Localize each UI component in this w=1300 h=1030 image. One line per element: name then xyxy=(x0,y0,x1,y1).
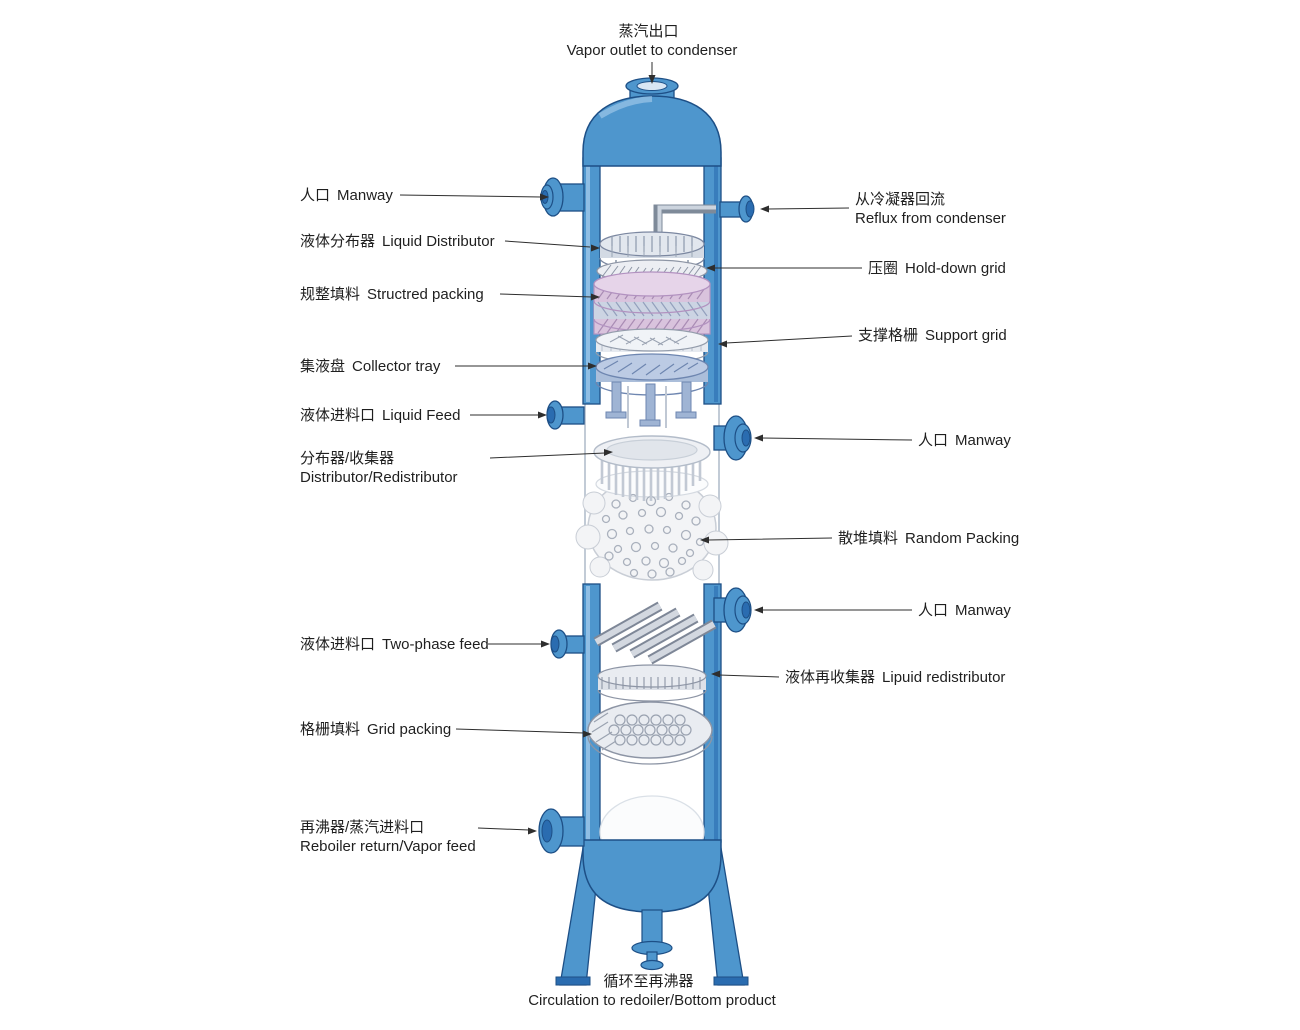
label-vapor-outlet-en: Vapor outlet to condenser xyxy=(566,42,738,59)
reflux-nozzle-right xyxy=(719,195,755,223)
label-en: Support grid xyxy=(925,327,1007,344)
label-support-grid: 支撑格栅 Support grid xyxy=(858,326,1007,345)
label-en: Reflux from condenser xyxy=(855,210,1006,227)
label-en: Manway xyxy=(337,187,393,204)
label-zh: 液体再收集器 xyxy=(785,669,876,686)
label-zh: 集液盘 xyxy=(300,358,346,375)
label-en: Reboiler return/Vapor feed xyxy=(300,838,476,855)
label-bottom-circulation: 循环至再沸器 Circulation to redoiler/Bottom pr… xyxy=(528,972,776,1010)
top-head xyxy=(582,85,722,167)
label-grid-packing: 格栅填料 Grid packing xyxy=(300,720,451,739)
liquid-distributor xyxy=(599,231,705,274)
label-reflux-from-condenser: 从冷凝器回流 Reflux from condenser xyxy=(855,190,1006,228)
label-zh: 人口 xyxy=(300,187,331,204)
label-en: Lipuid redistributor xyxy=(882,669,1006,686)
label-manway-right-2: 人口 Manway xyxy=(918,601,1011,620)
reflux-internal-pipe xyxy=(653,204,716,236)
label-en: Liquid Feed xyxy=(382,407,461,424)
label-structured-packing: 规整填料 Structred packing xyxy=(300,285,484,304)
bottom-outlet-nozzle xyxy=(631,909,673,971)
label-hold-down-grid: 压圈 Hold-down grid xyxy=(868,259,1006,278)
label-zh: 液体进料口 xyxy=(300,407,376,424)
label-distributor-redistributor: 分布器/收集器 Distributor/Redistributor xyxy=(300,449,458,487)
collector-tray xyxy=(595,353,709,428)
liquid-feed-nozzle xyxy=(546,400,585,430)
label-en: Hold-down grid xyxy=(905,260,1006,277)
label-en: Structred packing xyxy=(367,286,484,303)
label-zh: 分布器/收集器 xyxy=(300,450,395,467)
label-liquid-redistributor: 液体再收集器 Lipuid redistributor xyxy=(785,668,1005,687)
label-reboiler-return: 再沸器/蒸汽进料口 Reboiler return/Vapor feed xyxy=(300,818,476,856)
label-zh: 散堆填料 xyxy=(838,530,899,547)
two-phase-feed-nozzle xyxy=(550,629,585,659)
label-bottom-circulation-zh: 循环至再沸器 xyxy=(603,973,694,990)
label-manway-right-1: 人口 Manway xyxy=(918,431,1011,450)
label-zh: 压圈 xyxy=(868,260,899,277)
distributor-redistributor xyxy=(593,435,711,501)
label-zh: 液体进料口 xyxy=(300,636,376,653)
label-collector-tray: 集液盘 Collector tray xyxy=(300,357,440,376)
label-en: Two-phase feed xyxy=(382,636,489,653)
vapor-outlet-nozzle xyxy=(625,77,679,95)
grid-packing xyxy=(587,701,713,765)
label-zh: 从冷凝器回流 xyxy=(855,191,946,208)
structured-packing xyxy=(593,271,711,335)
label-zh: 格栅填料 xyxy=(300,721,361,738)
label-liquid-distributor: 液体分布器 Liquid Distributor xyxy=(300,232,495,251)
label-zh: 人口 xyxy=(918,432,949,449)
label-en: Grid packing xyxy=(367,721,452,738)
support-grid xyxy=(595,328,709,364)
label-random-packing: 散堆填料 Random Packing xyxy=(838,529,1019,548)
label-en: Random Packing xyxy=(905,530,1020,547)
leader-arrowheads xyxy=(528,75,769,835)
reboiler-nozzle xyxy=(538,808,585,854)
manway-nozzle-right-1 xyxy=(713,415,752,461)
label-two-phase-feed: 液体进料口 Two-phase feed xyxy=(300,635,489,654)
label-en: Manway xyxy=(955,602,1011,619)
label-en: Distributor/Redistributor xyxy=(300,469,458,486)
label-zh: 人口 xyxy=(918,602,949,619)
manway-nozzle-top-left xyxy=(540,177,585,217)
label-zh: 液体分布器 xyxy=(300,233,376,250)
label-zh: 再沸器/蒸汽进料口 xyxy=(300,819,425,836)
label-en: Liquid Distributor xyxy=(382,233,495,250)
label-vapor-outlet: 蒸汽出口 Vapor outlet to condenser xyxy=(567,22,738,60)
label-zh: 规整填料 xyxy=(300,286,361,303)
manway-nozzle-right-2 xyxy=(713,587,752,633)
label-vapor-outlet-zh: 蒸汽出口 xyxy=(618,23,679,40)
label-liquid-feed: 液体进料口 Liquid Feed xyxy=(300,406,460,425)
label-manway-top-left: 人口 Manway xyxy=(300,186,393,205)
label-en: Manway xyxy=(955,432,1011,449)
label-bottom-circulation-en: Circulation to redoiler/Bottom product xyxy=(528,992,776,1009)
label-zh: 支撑格栅 xyxy=(858,327,919,344)
leader-lines xyxy=(399,62,913,831)
label-en: Collector tray xyxy=(352,358,441,375)
liquid-redistributor xyxy=(593,601,717,702)
